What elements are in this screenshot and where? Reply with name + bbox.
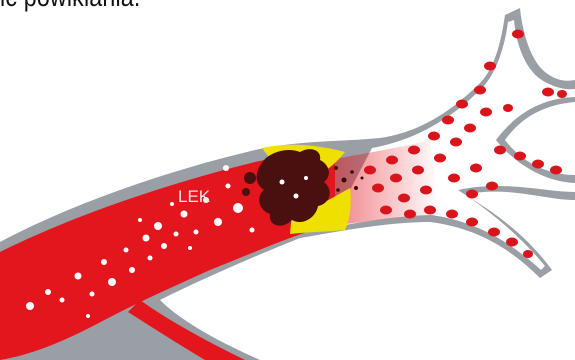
drug-label: LEK xyxy=(178,187,211,206)
